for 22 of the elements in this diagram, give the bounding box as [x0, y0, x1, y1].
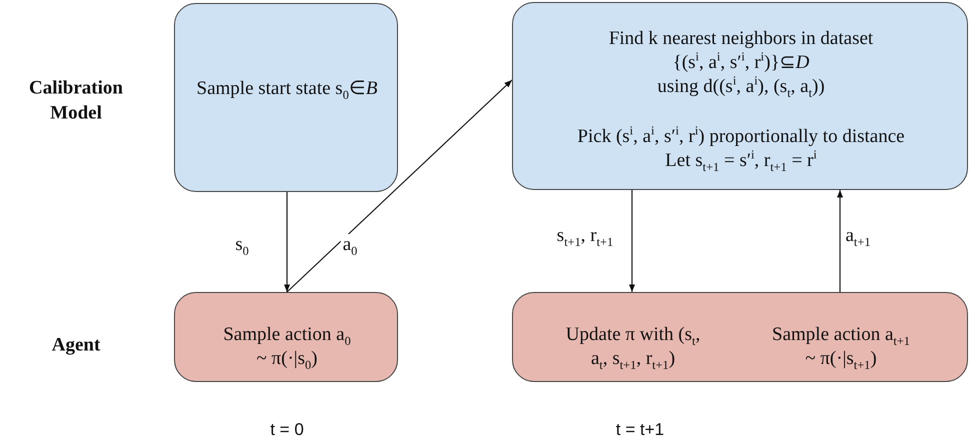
process-box [174, 292, 398, 382]
edge-label: a$_{0}$ [340, 234, 360, 256]
row-label: Calibration Model [28, 76, 124, 125]
node-text: using d((s$^{i}$, a$^{i}$), (s$_{t}$, a$_{t}$)) [657, 75, 825, 99]
node-text: Sample action a$_{0}$ ~ π(·|s$_{0}$) [222, 323, 352, 370]
arrow [628, 190, 636, 292]
time-step-label: t = t+1 [616, 418, 664, 441]
node-text: {(s$^{i}$, a$^{i}$, s′$^{i}$, r$^{i}$)}⊆D [672, 51, 810, 75]
node-text: Let s$_{t+1}$ = s′$^{i}$, r$_{t+1}$ = r$^{i}$ [665, 149, 817, 173]
node-text: Find k nearest neighbors in dataset [608, 27, 874, 51]
process-box [512, 2, 968, 190]
process-box [174, 3, 398, 192]
node-text: Update π with (s$_{t}$, a$_{t}$, s$_{t+1}$, r$_{t+1}$) [564, 323, 702, 370]
arrow [286, 80, 512, 292]
node-text: Sample action a$_{t+1}$ ~ π(·|s$_{t+1}$) [771, 323, 911, 370]
node-text: Pick (s$^{i}$, a$^{i}$, s′$^{i}$, r$^{i}$) proportionally to distance [577, 125, 905, 149]
node-text: Sample start state s$_{0}$∈B [196, 77, 378, 101]
process-box [512, 292, 968, 382]
row-label: Agent [52, 334, 100, 358]
arrow [284, 192, 290, 292]
arrow [836, 190, 844, 292]
time-step-label: t = 0 [270, 418, 304, 441]
